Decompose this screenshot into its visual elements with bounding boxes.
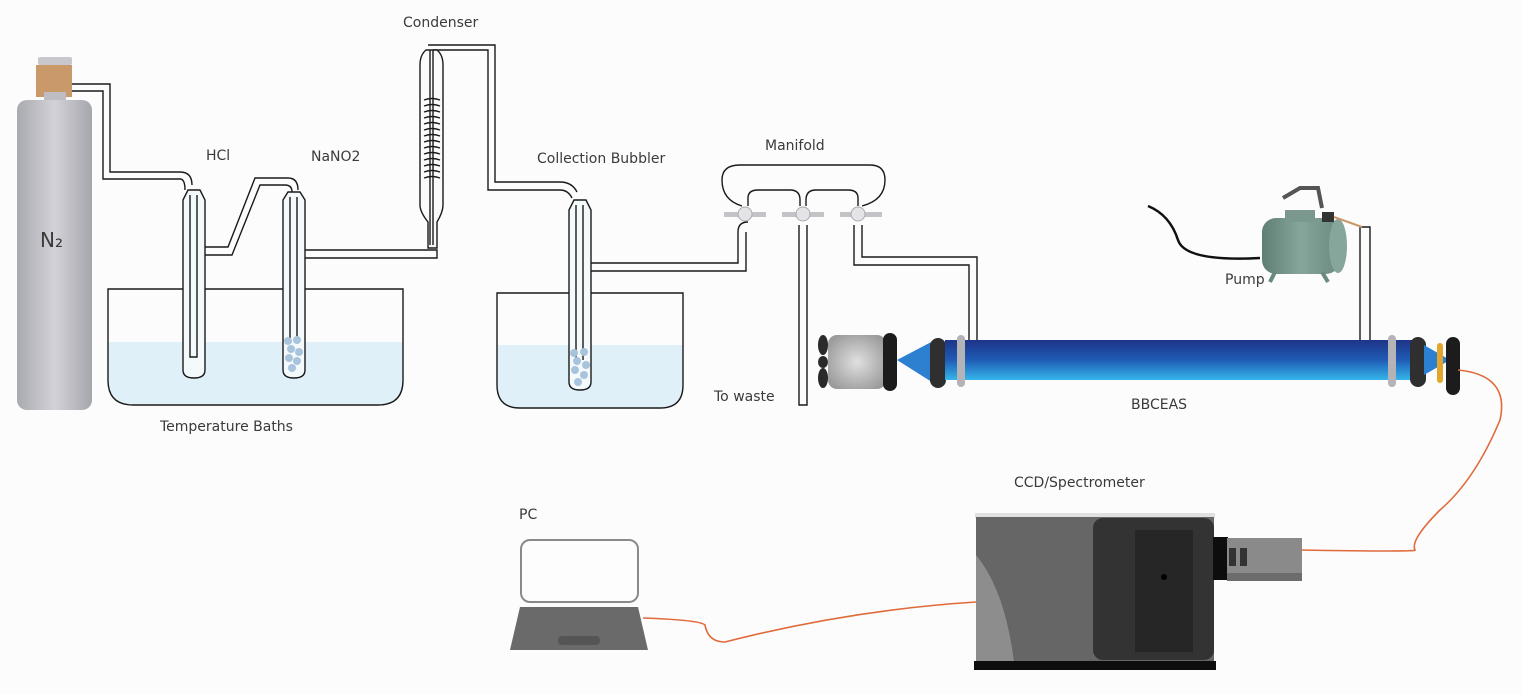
condenser-coil — [423, 97, 441, 179]
ccd-spectrometer — [974, 513, 1302, 670]
bbceas-cavity — [945, 335, 1460, 395]
valve-3 — [840, 206, 882, 222]
led-light-source — [818, 333, 946, 391]
label-pc: PC — [519, 507, 538, 523]
label-hcl: HCl — [206, 148, 231, 164]
label-condenser: Condenser — [403, 15, 479, 31]
valve-1 — [724, 206, 766, 222]
nano2-bubbles — [284, 336, 303, 372]
label-collection-bubbler: Collection Bubbler — [537, 151, 666, 167]
label-manifold: Manifold — [765, 138, 825, 154]
nano2-bubbler — [275, 177, 438, 379]
manifold-valves — [724, 206, 882, 222]
label-pump: Pump — [1225, 272, 1265, 288]
label-nano2: NaNO2 — [311, 149, 361, 165]
collection-bubbles — [570, 348, 590, 386]
label-to-waste: To waste — [714, 389, 775, 405]
label-temperature-baths: Temperature Baths — [160, 419, 293, 435]
label-bbceas: BBCEAS — [1131, 397, 1188, 413]
hcl-bubbler — [182, 177, 275, 379]
pump — [1147, 186, 1363, 284]
pump-line — [1359, 226, 1371, 340]
gas-line-1 — [72, 83, 193, 191]
usb-cable — [642, 601, 977, 643]
pc-laptop — [510, 539, 648, 650]
label-n2: N₂ — [40, 228, 63, 252]
valve-2 — [782, 206, 824, 222]
n2-cylinder — [17, 57, 92, 410]
manifold — [721, 164, 978, 406]
condenser — [419, 44, 578, 249]
optical-fiber — [1299, 369, 1503, 552]
temperature-bath-1 — [107, 288, 404, 406]
collection-bubbler — [568, 199, 749, 391]
label-spectrometer: CCD/Spectrometer — [1014, 475, 1145, 491]
